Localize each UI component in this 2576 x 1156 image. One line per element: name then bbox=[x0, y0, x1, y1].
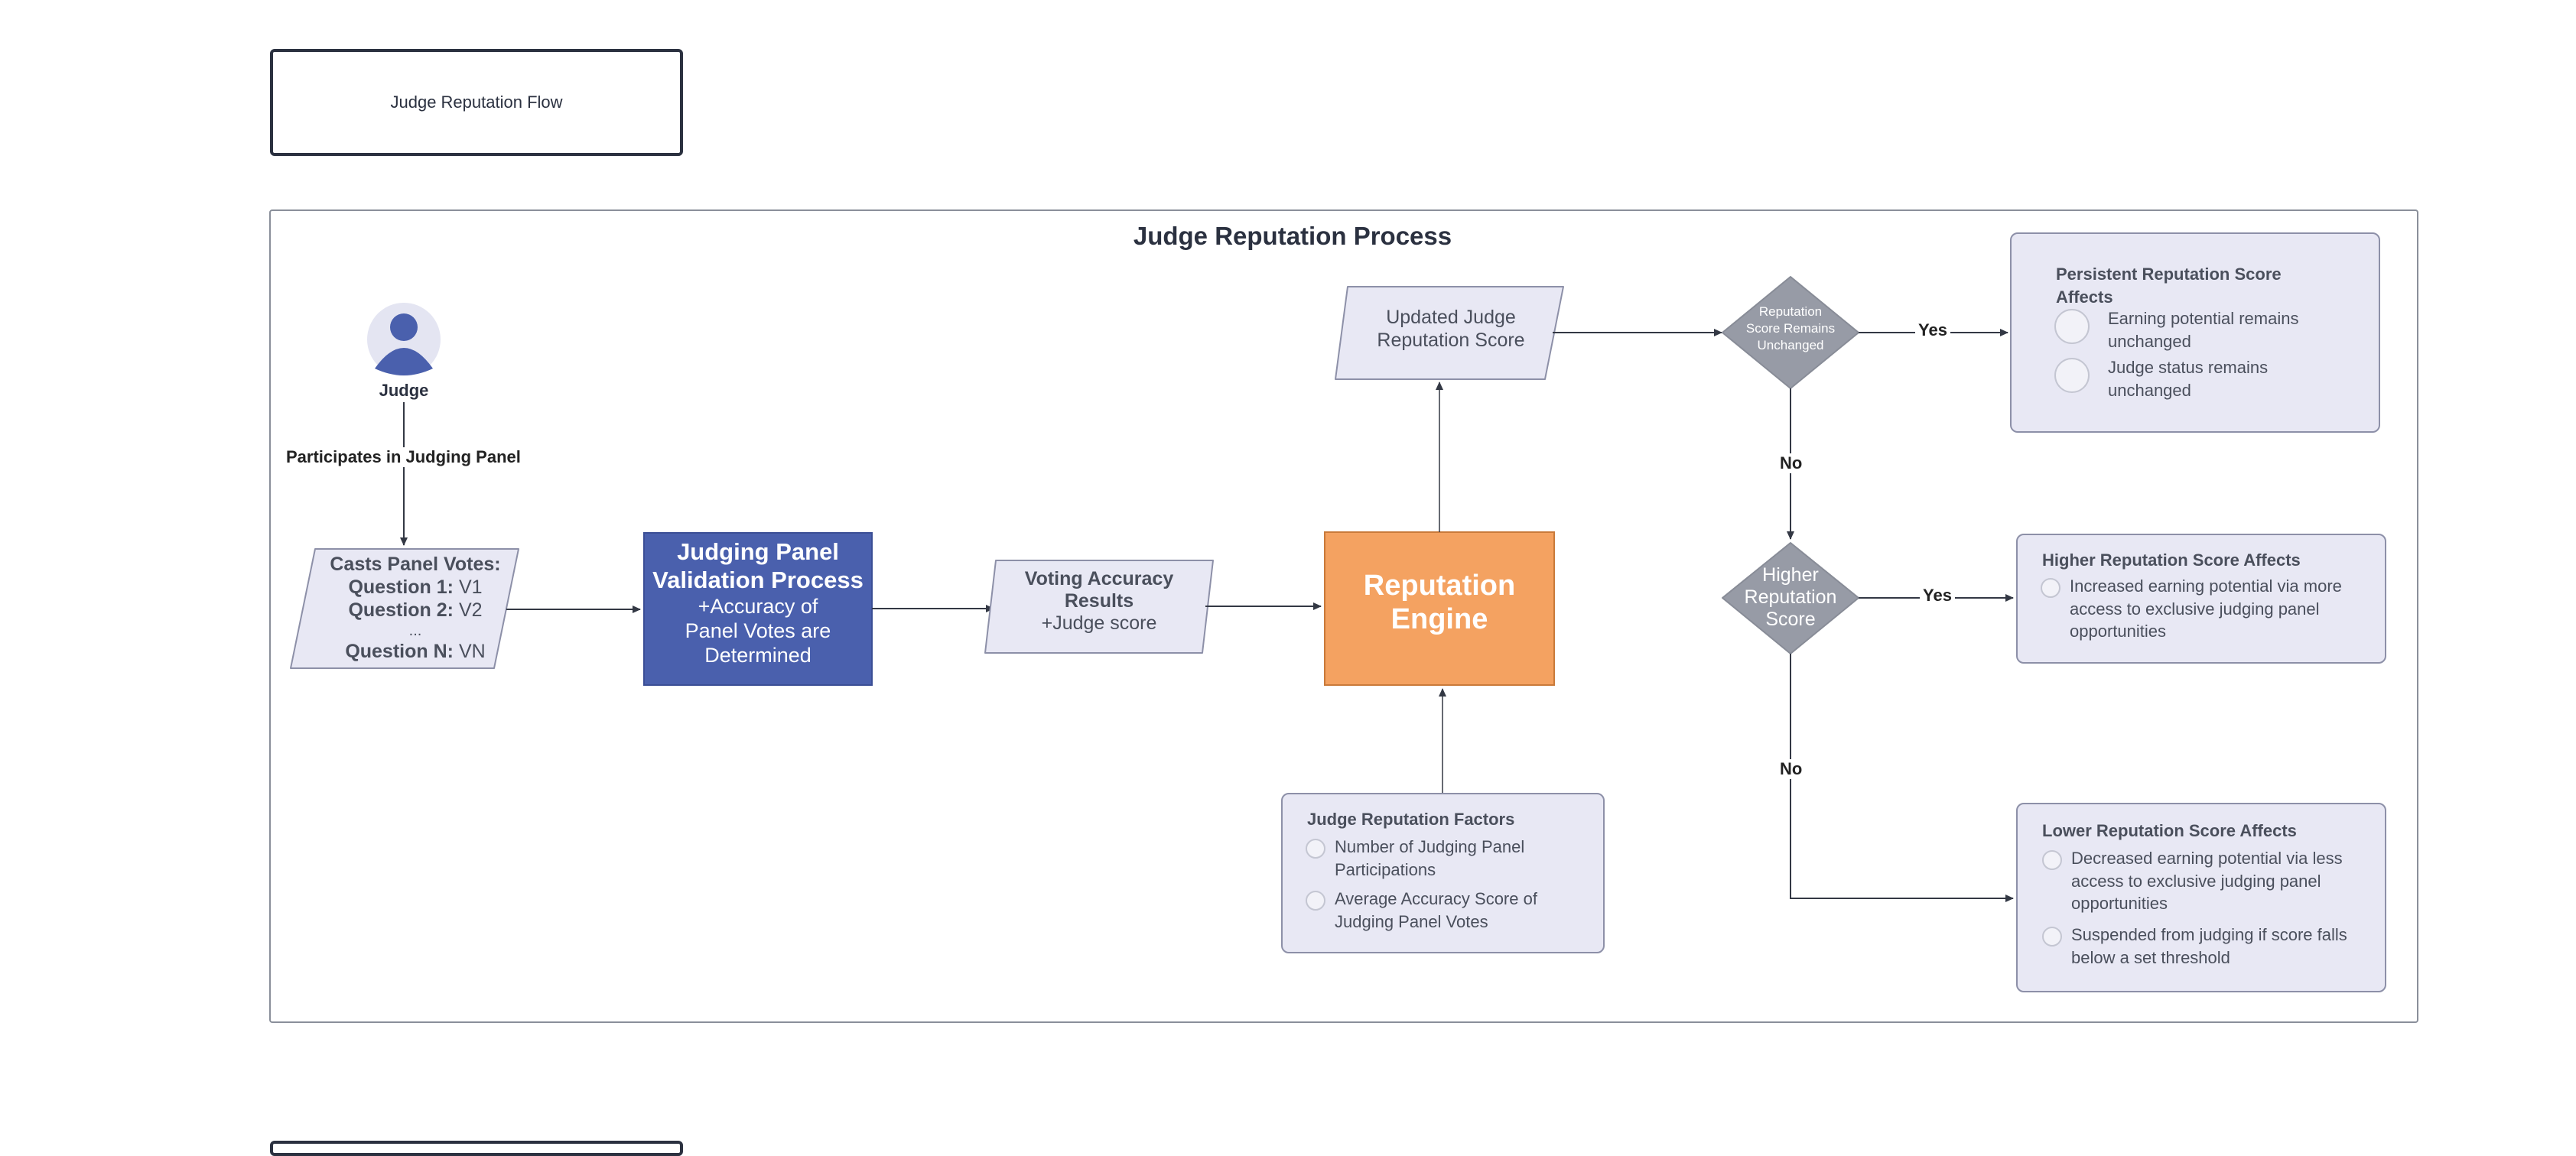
lower-affects-item-2: Suspended from judging if score falls be… bbox=[2042, 924, 2347, 969]
decision-unchanged-line-1: Reputation bbox=[1758, 304, 1823, 319]
persistent-item-1: Earning potential remains unchanged bbox=[2054, 307, 2298, 352]
votes-row-1-value: V1 bbox=[458, 576, 483, 598]
lower-affects-item-1: Decreased earning potential via less acc… bbox=[2042, 847, 2343, 915]
voting-results-line-3: +Judge score bbox=[1041, 612, 1157, 634]
participates-edge-label: Participates in Judging Panel bbox=[283, 447, 524, 467]
persistent-item-2-line-2: unchanged bbox=[2108, 380, 2191, 400]
decision-higher-line-3: Score bbox=[1765, 609, 1816, 630]
engine-text: Reputation Engine bbox=[1325, 569, 1554, 636]
radio-circle-icon bbox=[2042, 927, 2062, 947]
voting-results-line-1: Voting Accuracy bbox=[1024, 568, 1174, 589]
higher-affects-card[interactable]: Higher Reputation Score Affects Increase… bbox=[2016, 534, 2386, 664]
voting-results-shape[interactable] bbox=[984, 560, 1214, 654]
votes-row-3-key: ... bbox=[408, 622, 422, 639]
radio-circle-icon bbox=[2042, 850, 2062, 870]
lower-affects-item-1-line-2: access to exclusive judging panel bbox=[2071, 871, 2321, 891]
lower-affects-item-1-line-3: opportunities bbox=[2071, 894, 2168, 914]
engine-line-1: Reputation bbox=[1363, 570, 1516, 602]
engine-line-2: Engine bbox=[1390, 603, 1488, 635]
persistent-title-line-1: Persistent Reputation Score bbox=[2056, 265, 2282, 284]
votes-row-3: ... bbox=[306, 622, 525, 640]
factors-item-1-line-1: Number of Judging Panel bbox=[1335, 837, 1525, 856]
persistent-title-line-2: Affects bbox=[2056, 287, 2113, 307]
persistent-card-title: Persistent Reputation Score Affects bbox=[2056, 263, 2282, 308]
persistent-item-1-line-2: unchanged bbox=[2108, 331, 2191, 351]
voting-results-line-2: Results bbox=[1064, 590, 1134, 612]
voting-results-text: Voting Accuracy Results +Judge score bbox=[991, 568, 1207, 635]
higher-affects-item-1-line-3: opportunities bbox=[2070, 622, 2166, 641]
votes-row-4: Question N: VN bbox=[306, 640, 525, 663]
higher-affects-item-1-line-1: Increased earning potential via more bbox=[2070, 576, 2342, 596]
votes-row-2-key: Question 2: bbox=[348, 599, 454, 621]
factors-item-2-line-1: Average Accuracy Score of bbox=[1335, 889, 1537, 908]
flow-title-text: Judge Reputation Flow bbox=[390, 93, 563, 112]
validation-title-2: Validation Process bbox=[652, 567, 864, 593]
lower-affects-item-2-line-2: below a set threshold bbox=[2071, 947, 2230, 967]
decision-unchanged-text: Reputation Score Remains Unchanged bbox=[1733, 304, 1848, 354]
votes-row-1: Question 1: V1 bbox=[306, 576, 525, 599]
yes-mid-label: Yes bbox=[1920, 586, 1955, 606]
judge-avatar-icon[interactable] bbox=[367, 303, 441, 376]
process-container-title: Judge Reputation Process bbox=[1133, 222, 1452, 250]
validation-body-2: Panel Votes are bbox=[685, 619, 831, 642]
edge-no-to-lower-affects[interactable] bbox=[1790, 654, 2014, 902]
decision-higher-line-2: Reputation bbox=[1744, 586, 1837, 608]
flow-title-box[interactable]: Judge Reputation Flow bbox=[270, 49, 683, 156]
votes-shape[interactable] bbox=[290, 548, 519, 669]
factors-item-1: Number of Judging Panel Participations bbox=[1306, 836, 1524, 881]
votes-title: Casts Panel Votes: bbox=[330, 554, 501, 575]
persistent-card[interactable]: Persistent Reputation Score Affects Earn… bbox=[2010, 232, 2380, 433]
votes-row-2-value: V2 bbox=[458, 599, 483, 621]
decision-higher-line-1: Higher bbox=[1762, 564, 1819, 586]
factors-item-2-line-2: Judging Panel Votes bbox=[1335, 911, 1488, 931]
updated-score-shape[interactable] bbox=[1335, 286, 1564, 380]
persistent-item-2-line-1: Judge status remains bbox=[2108, 358, 2269, 377]
votes-row-4-value: VN bbox=[458, 641, 486, 662]
decision-higher-text: Higher Reputation Score bbox=[1733, 564, 1848, 631]
updated-score-line-1: Updated Judge bbox=[1386, 307, 1516, 328]
votes-row-1-key: Question 1: bbox=[348, 576, 454, 598]
higher-affects-title: Higher Reputation Score Affects bbox=[2042, 550, 2301, 570]
factors-card-title: Judge Reputation Factors bbox=[1307, 810, 1515, 829]
persistent-item-2: Judge status remains unchanged bbox=[2054, 356, 2268, 401]
higher-affects-item-1-line-2: access to exclusive judging panel bbox=[2070, 599, 2320, 619]
radio-circle-icon bbox=[2054, 358, 2090, 393]
lower-affects-card[interactable]: Lower Reputation Score Affects Decreased… bbox=[2016, 803, 2386, 992]
engine-shape[interactable] bbox=[1324, 531, 1555, 686]
decision-unchanged-line-3: Unchanged bbox=[1757, 338, 1824, 352]
factors-card[interactable]: Judge Reputation Factors Number of Judgi… bbox=[1281, 793, 1605, 953]
radio-circle-icon bbox=[1306, 839, 1325, 859]
lower-affects-title: Lower Reputation Score Affects bbox=[2042, 821, 2297, 840]
lower-affects-item-1-line-1: Decreased earning potential via less bbox=[2071, 849, 2343, 868]
lower-affects-item-2-line-1: Suspended from judging if score falls bbox=[2071, 925, 2347, 944]
updated-score-line-2: Reputation Score bbox=[1377, 330, 1525, 351]
radio-circle-icon bbox=[1306, 891, 1325, 911]
yes-top-label: Yes bbox=[1915, 320, 1950, 340]
validation-body-1: +Accuracy of bbox=[698, 595, 818, 618]
validation-body-3: Determined bbox=[704, 644, 812, 667]
radio-circle-icon bbox=[2041, 578, 2060, 598]
validation-title-1: Judging Panel bbox=[677, 538, 839, 565]
validation-text: Judging Panel Validation Process +Accura… bbox=[644, 537, 872, 667]
votes-row-4-key: Question N: bbox=[345, 641, 454, 662]
higher-affects-item-1: Increased earning potential via more acc… bbox=[2041, 575, 2342, 643]
votes-text: Casts Panel Votes: Question 1: V1 Questi… bbox=[306, 553, 525, 663]
radio-circle-icon bbox=[2054, 309, 2090, 344]
persistent-item-1-line-1: Earning potential remains bbox=[2108, 309, 2299, 328]
process-container[interactable] bbox=[269, 209, 2418, 1023]
votes-row-2: Question 2: V2 bbox=[306, 599, 525, 622]
next-flow-box[interactable] bbox=[270, 1141, 683, 1156]
updated-score-text: Updated Judge Reputation Score bbox=[1343, 306, 1559, 352]
factors-item-2: Average Accuracy Score of Judging Panel … bbox=[1306, 888, 1537, 933]
decision-unchanged-line-2: Score Remains bbox=[1745, 321, 1836, 336]
no-top-label: No bbox=[1777, 453, 1806, 473]
factors-item-1-line-2: Participations bbox=[1335, 859, 1436, 879]
no-bottom-label: No bbox=[1777, 759, 1806, 779]
judge-label: Judge bbox=[379, 381, 429, 400]
